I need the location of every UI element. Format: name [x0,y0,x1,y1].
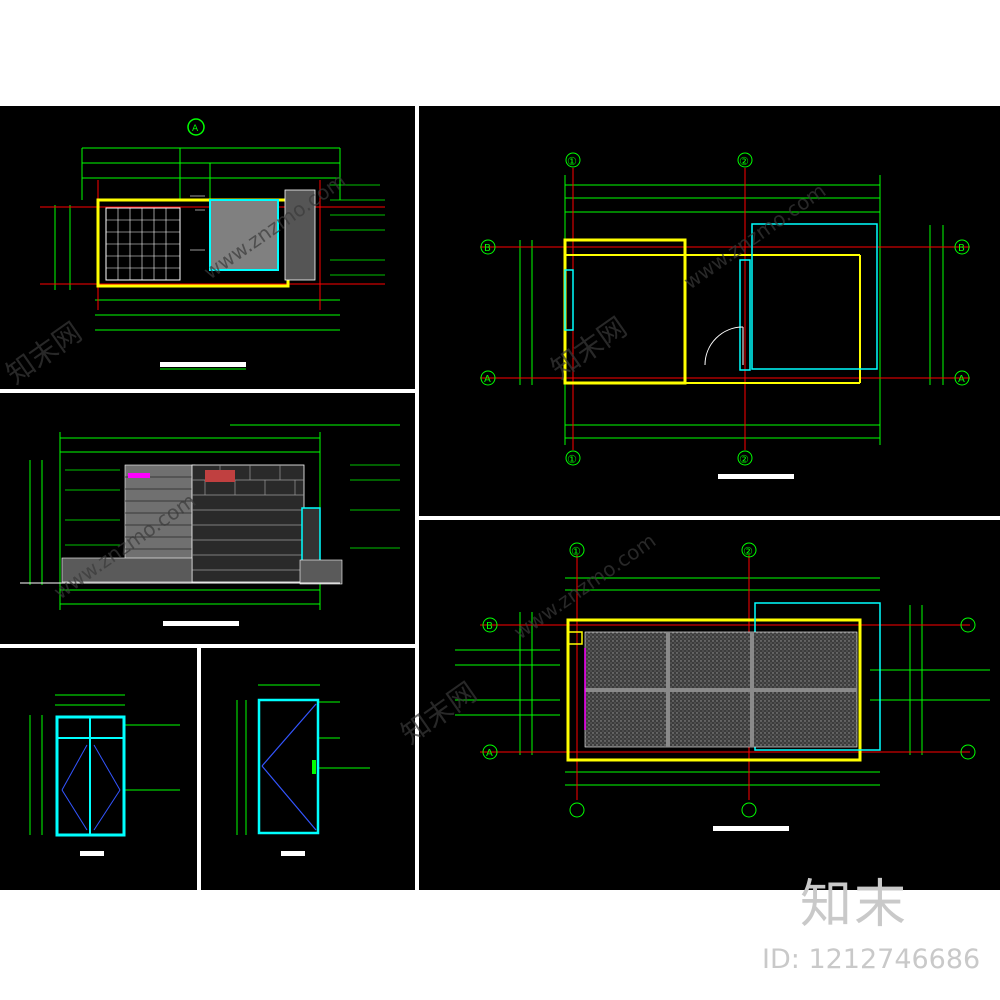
grid-row-a-left: A [484,374,491,385]
panel-floor-plan-a [0,106,415,389]
grid-col-2-top: ② [739,155,749,168]
panel-plan-b [419,106,1000,516]
window-detail [29,694,180,856]
panel-door-detail [201,648,415,890]
grid-row-b-right: B [958,243,965,254]
id-value: 1212746686 [808,944,981,975]
section-marker-label: A [192,124,199,134]
panel-window-detail [0,648,197,890]
grid-col-1-top: ① [567,155,577,168]
plan-c: ① ② B A [455,542,990,831]
floor-plan-a: A [40,118,385,370]
grid-row-b-left: B [484,243,491,254]
plan-b: ① ② ① ② B A B A [480,152,970,479]
plan-c-grid-row-a: A [486,748,493,759]
plan-c-grid-row-b: B [486,621,493,632]
grid-col-2-bottom: ② [739,453,749,466]
plan-c-grid-col-2: ② [743,545,753,558]
plan-c-grid-col-1: ① [571,545,581,558]
id-watermark: ID: 1212746686 [762,944,980,975]
section-marker [187,118,205,136]
door-detail [236,684,370,856]
elevation [20,424,400,626]
grid-col-1-bottom: ① [567,453,577,466]
id-prefix: ID: [762,944,809,975]
grid-row-a-right: A [958,374,965,385]
brand-watermark: 知末 [800,875,909,935]
